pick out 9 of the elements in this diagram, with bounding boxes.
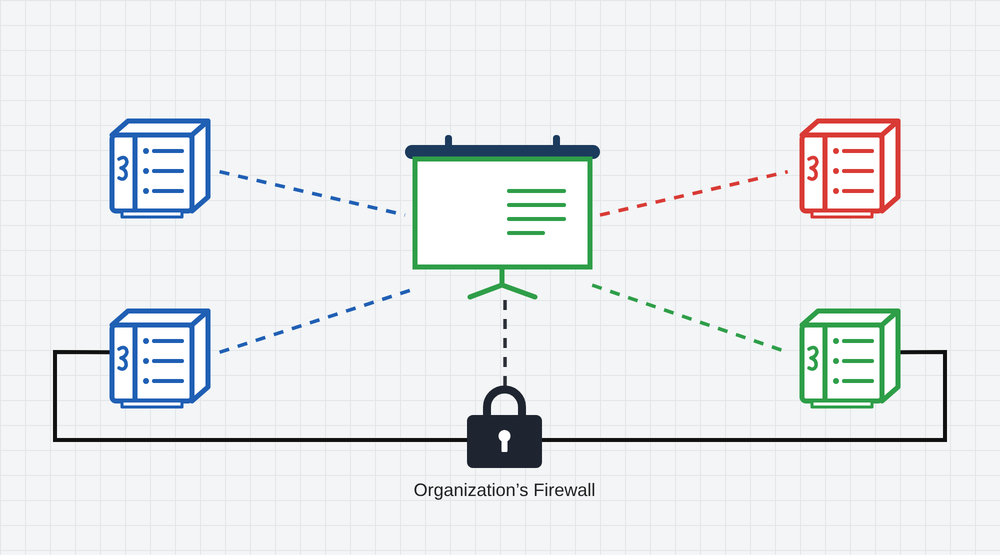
presentation-screen-icon	[405, 135, 600, 300]
dashed-connector	[219, 170, 406, 217]
dashed-connector	[219, 288, 412, 354]
connector-line	[53, 350, 467, 442]
dashed-connector	[600, 170, 788, 217]
dashed-connector	[503, 300, 507, 388]
padlock-icon	[467, 388, 542, 468]
connector-line	[542, 350, 947, 442]
firewall-caption: Organization’s Firewall	[414, 480, 596, 501]
